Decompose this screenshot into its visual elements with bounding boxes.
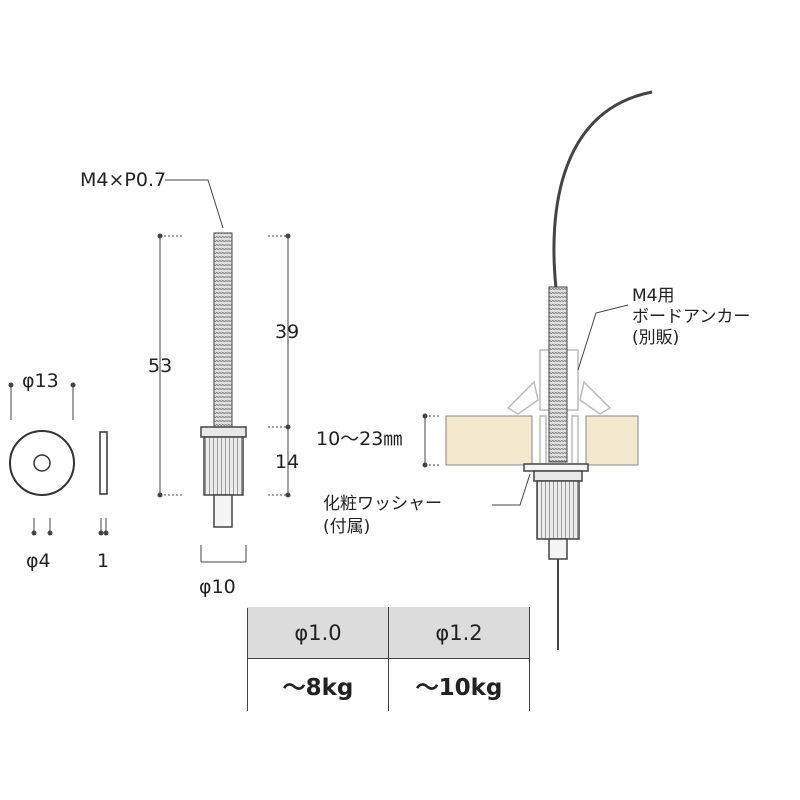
washer-front-view: [9, 430, 75, 496]
bolt-tip: [213, 494, 233, 528]
shaft-diameter-label: φ10: [199, 576, 236, 598]
washer-label-line1: 化粧ワッシャー: [323, 494, 442, 514]
anchor-label-line1: M4用: [632, 286, 675, 306]
board-thickness-dim: [422, 413, 440, 468]
total-length-label: 53: [148, 355, 173, 377]
board-right: [585, 415, 639, 466]
bolt-knob-cap: [200, 426, 247, 438]
anchor-label-line2: ボードアンカー: [632, 307, 751, 327]
washer-label-line2: (付属): [323, 517, 371, 537]
bolt-thread: [213, 232, 233, 428]
washer-inner-dim: [31, 518, 53, 536]
thread-length-label: 39: [275, 321, 300, 343]
anchor-leader: [577, 304, 629, 371]
assembly-bolt-thread: [548, 286, 568, 463]
washer-outer-label: φ13: [22, 370, 59, 392]
total-length-dim: [157, 233, 182, 498]
washer-leader: [492, 473, 531, 506]
assembly-tip: [548, 538, 568, 560]
board-thickness-label: 10～23㎜: [316, 428, 403, 450]
table-cell: ～8kg: [247, 658, 389, 711]
thread-spec-leader: [165, 179, 224, 229]
knob-length-label: 14: [275, 451, 300, 473]
assembly-knob: [536, 480, 580, 540]
washer-outer-dim: [8, 382, 76, 420]
washer-side-view: [99, 431, 108, 495]
board-left: [445, 415, 533, 466]
bolt-part: [200, 232, 247, 528]
shaft-diameter-dim: [200, 545, 247, 563]
table-row: ～8kg ～10kg: [247, 658, 530, 711]
washer-thickness-label: 1: [97, 550, 110, 572]
washer-thickness-dim: [98, 518, 109, 536]
thread-spec-label: M4×P0.7: [80, 169, 167, 191]
bolt-knob: [203, 436, 244, 496]
knob-length-dim: [268, 426, 291, 498]
assembly-knob-cap: [533, 470, 583, 482]
washer-inner-label: φ4: [26, 550, 51, 572]
assembly-washer: [523, 463, 589, 472]
table-header-cell: φ1.2: [388, 607, 530, 659]
hanging-wire: [552, 90, 653, 289]
table-header-cell: φ1.0: [247, 607, 389, 659]
load-spec-table: φ1.0 φ1.2 ～8kg ～10kg: [247, 607, 530, 711]
table-header-row: φ1.0 φ1.2: [247, 607, 530, 659]
table-cell: ～10kg: [388, 658, 530, 711]
anchor-label-line3: (別販): [632, 328, 680, 348]
